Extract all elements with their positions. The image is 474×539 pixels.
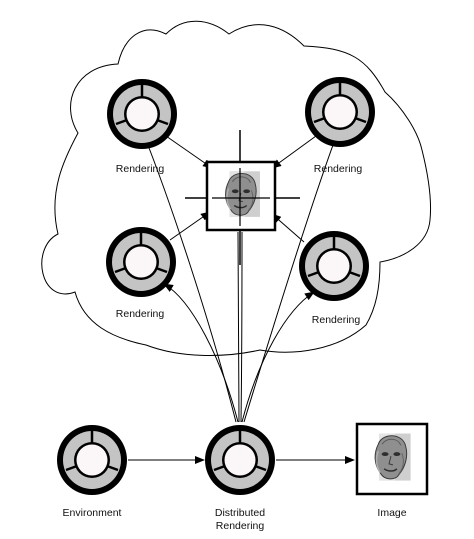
rendering-node-mid-right bbox=[297, 229, 371, 303]
label-rendering-top-left: Rendering bbox=[116, 163, 165, 175]
environment-node bbox=[55, 423, 129, 497]
rendering-node-mid-left bbox=[104, 225, 178, 299]
output-face-icon bbox=[374, 432, 412, 482]
render-to-center-links bbox=[165, 135, 317, 243]
label-distributed: Distributed bbox=[215, 507, 265, 519]
face-image-icon bbox=[224, 170, 261, 218]
label-distributed-rendering: Rendering bbox=[216, 520, 265, 532]
label-rendering-mid-left: Rendering bbox=[116, 308, 165, 320]
output-image-frame bbox=[355, 422, 429, 496]
label-environment: Environment bbox=[63, 507, 122, 519]
rendering-node-top-right bbox=[303, 75, 377, 149]
label-rendering-mid-right: Rendering bbox=[312, 314, 361, 326]
label-rendering-top-right: Rendering bbox=[314, 163, 363, 175]
rendering-node-top-left bbox=[105, 77, 179, 151]
cloud-boundary bbox=[41, 20, 431, 356]
center-image-frame bbox=[205, 160, 277, 232]
distribution-links bbox=[141, 125, 341, 423]
distributed-rendering-node bbox=[203, 423, 277, 497]
label-image: Image bbox=[377, 507, 406, 519]
